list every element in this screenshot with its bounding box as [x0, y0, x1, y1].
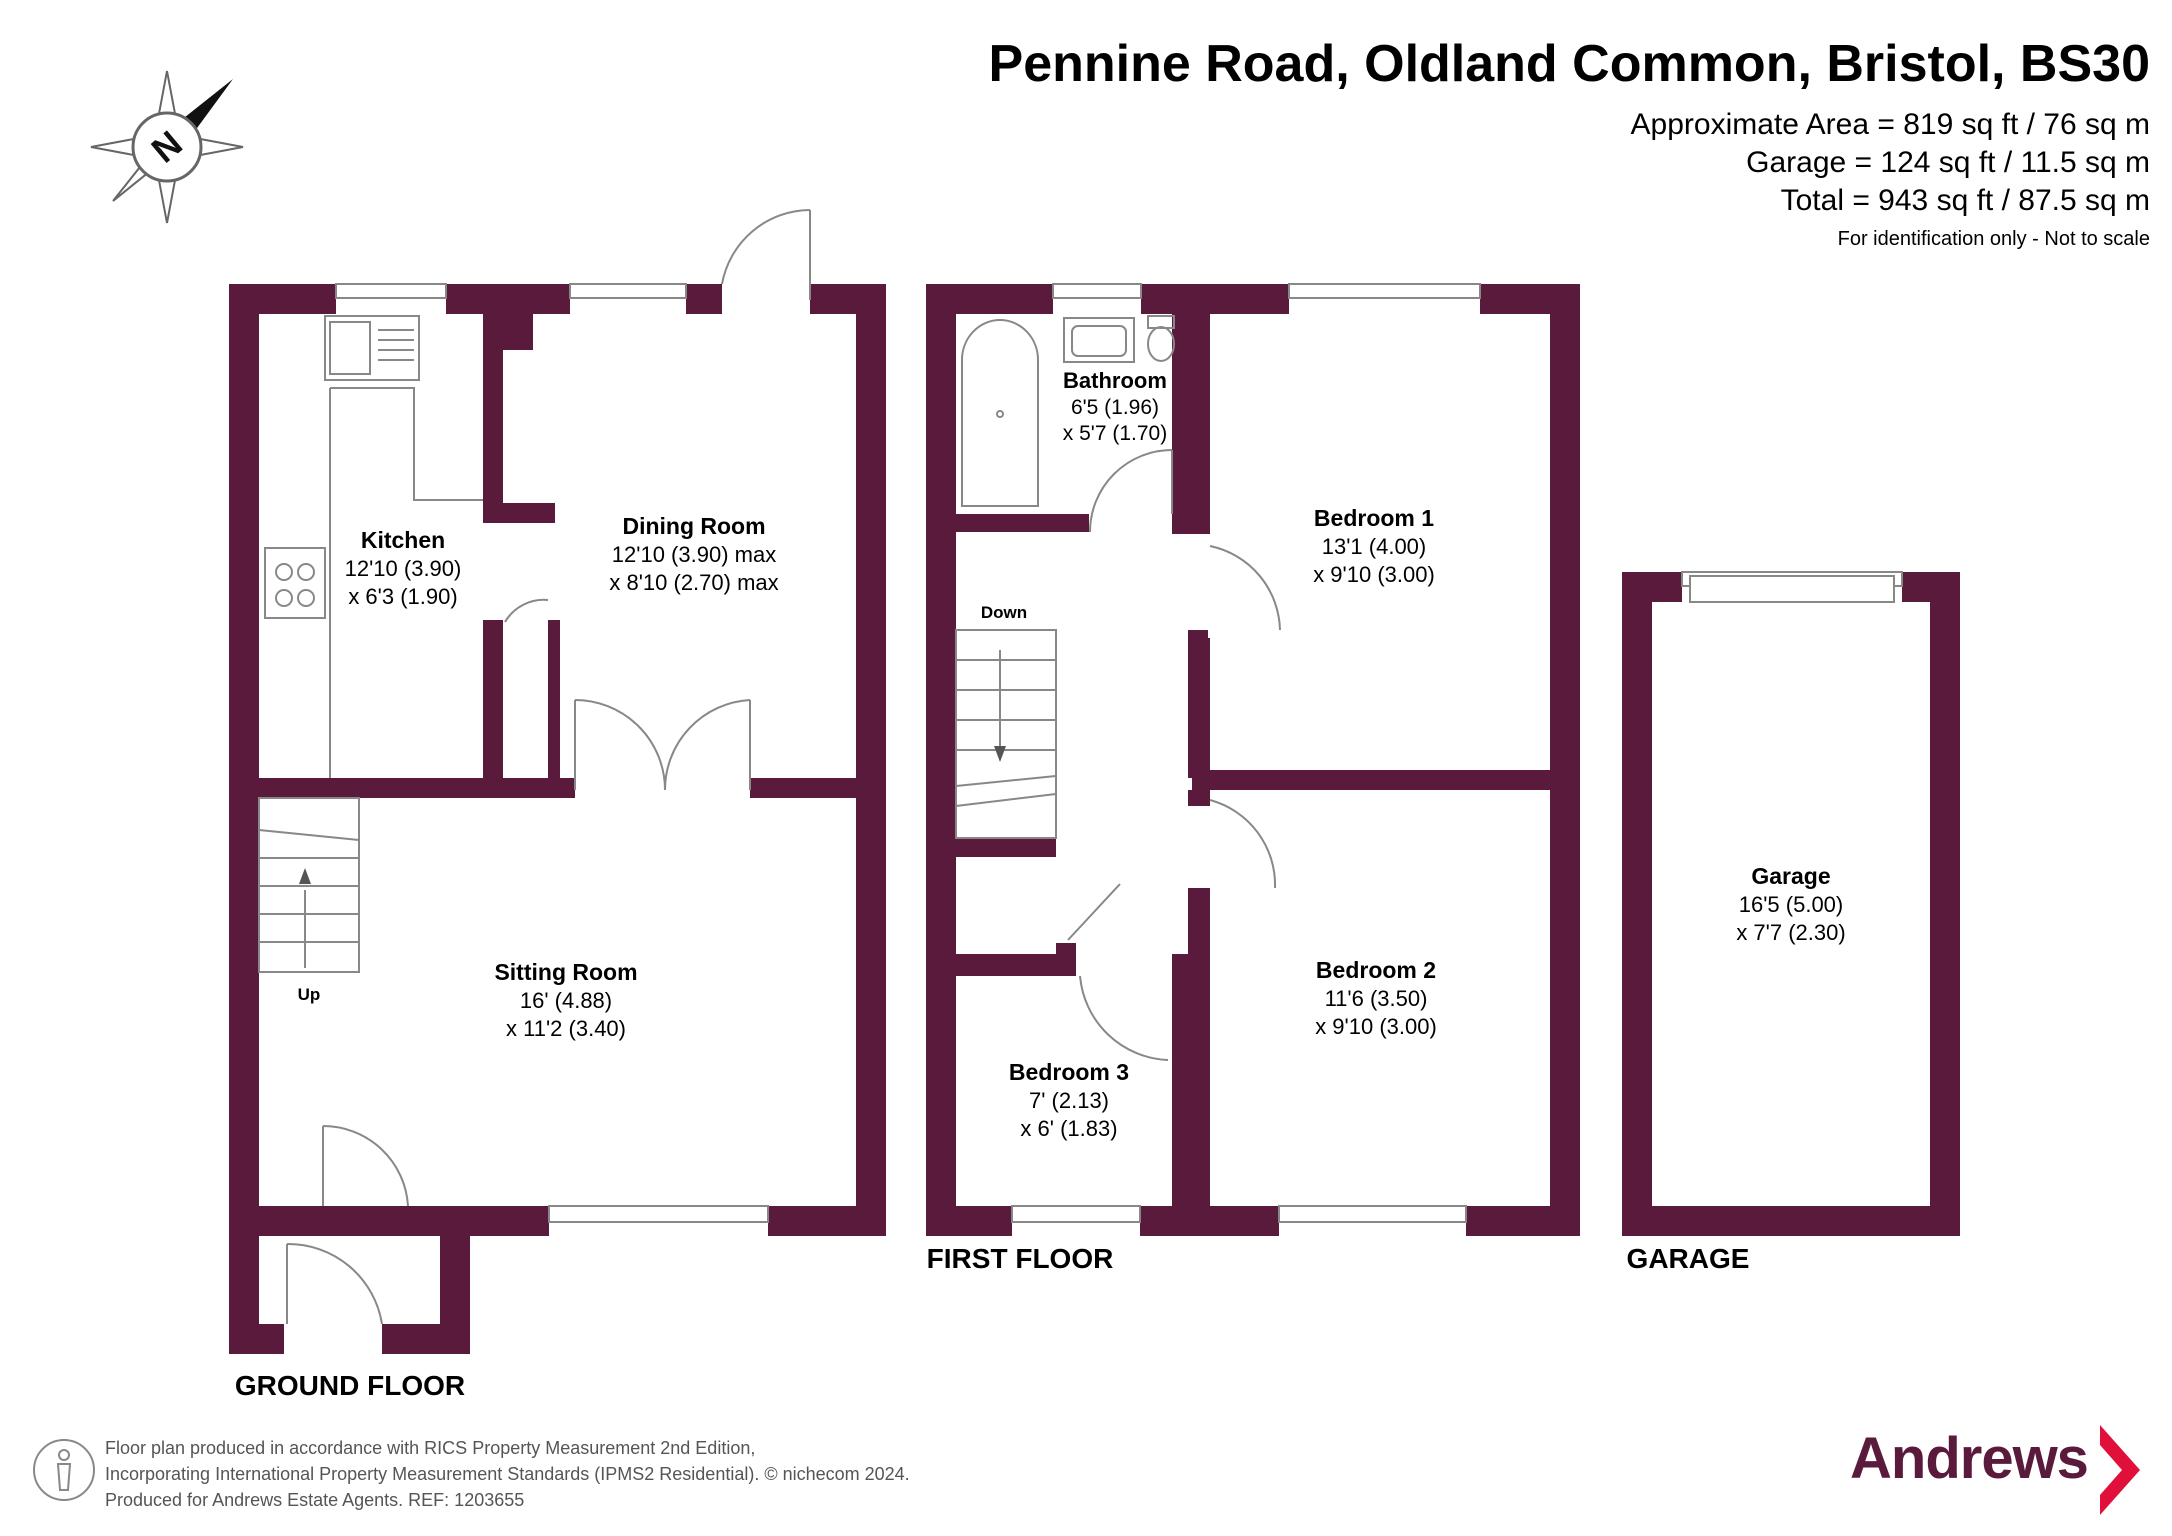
footer-line-1: Floor plan produced in accordance with R…	[105, 1438, 756, 1458]
room-dim-dining-1: 12'10 (3.90) max	[612, 542, 776, 567]
first-floor-plan	[926, 284, 1580, 1236]
room-dim-bathroom-1: 6'5 (1.96)	[1071, 396, 1159, 419]
north-compass-icon: N	[90, 70, 244, 224]
room-dim-dining-2: x 8'10 (2.70) max	[609, 570, 778, 595]
room-dim-garage-1: 16'5 (5.00)	[1739, 892, 1844, 917]
room-dim-bedroom-1-1: 13'1 (4.00)	[1322, 534, 1427, 559]
room-dim-bedroom-3-1: 7' (2.13)	[1029, 1088, 1109, 1113]
room-name-bathroom: Bathroom	[1063, 368, 1167, 393]
garage-plan	[1622, 572, 1960, 1236]
room-dim-bedroom-1-2: x 9'10 (3.00)	[1313, 562, 1435, 587]
first-floor-fixtures	[955, 283, 1481, 1223]
room-name-bedroom-3: Bedroom 3	[1009, 1059, 1129, 1085]
room-dim-bedroom-2-1: 11'6 (3.50)	[1325, 986, 1428, 1011]
room-dim-bedroom-2-2: x 9'10 (3.00)	[1315, 1014, 1437, 1039]
room-dim-kitchen-1: 12'10 (3.90)	[345, 556, 462, 581]
footer-line-2: Incorporating International Property Mea…	[105, 1464, 910, 1484]
room-dim-sitting-1: 16' (4.88)	[520, 988, 612, 1013]
stairs-down-label: Down	[981, 603, 1027, 622]
room-dim-kitchen-2: x 6'3 (1.90)	[348, 584, 457, 609]
room-dim-sitting-2: x 11'2 (3.40)	[506, 1016, 626, 1041]
ground-floor-fixtures	[258, 209, 811, 1325]
total-area: Total = 943 sq ft / 87.5 sq m	[1780, 184, 2150, 217]
floor-label-ground: GROUND FLOOR	[235, 1370, 465, 1401]
room-dim-bedroom-3-2: x 6' (1.83)	[1020, 1116, 1117, 1141]
ground-floor-labels: Kitchen 12'10 (3.90) x 6'3 (1.90) Dining…	[235, 513, 779, 1401]
first-floor-labels: Bathroom 6'5 (1.96) x 5'7 (1.70) Bedroom…	[927, 368, 1437, 1274]
room-name-sitting-room: Sitting Room	[494, 959, 637, 985]
room-name-bedroom-2: Bedroom 2	[1316, 957, 1436, 983]
room-name-bedroom-1: Bedroom 1	[1314, 505, 1434, 531]
room-dim-bathroom-2: x 5'7 (1.70)	[1063, 422, 1167, 445]
garage-labels: Garage 16'5 (5.00) x 7'7 (2.30) GARAGE	[1627, 863, 1846, 1274]
property-address-title: Pennine Road, Oldland Common, Bristol, B…	[988, 35, 2150, 93]
identification-note: For identification only - Not to scale	[1837, 228, 2150, 250]
garage-fixtures	[1681, 571, 1903, 603]
floor-label-first: FIRST FLOOR	[927, 1243, 1114, 1274]
stairs-up-label: Up	[298, 985, 321, 1004]
footer-notes: Floor plan produced in accordance with R…	[105, 1435, 910, 1513]
room-dim-garage-2: x 7'7 (2.30)	[1736, 920, 1845, 945]
ground-floor-plan	[229, 284, 886, 1354]
garage-area: Garage = 124 sq ft / 11.5 sq m	[1746, 146, 2150, 179]
andrews-logo-icon	[2100, 1425, 2140, 1515]
room-name-dining-room: Dining Room	[622, 513, 765, 539]
brand-logo-text: Andrews	[1850, 1426, 2089, 1491]
room-name-kitchen: Kitchen	[361, 527, 445, 553]
floor-label-garage: GARAGE	[1627, 1243, 1750, 1274]
room-name-garage: Garage	[1751, 863, 1830, 889]
person-scale-icon	[33, 1439, 95, 1501]
approximate-area: Approximate Area = 819 sq ft / 76 sq m	[1630, 108, 2150, 141]
footer-line-3: Produced for Andrews Estate Agents. REF:…	[105, 1490, 525, 1510]
